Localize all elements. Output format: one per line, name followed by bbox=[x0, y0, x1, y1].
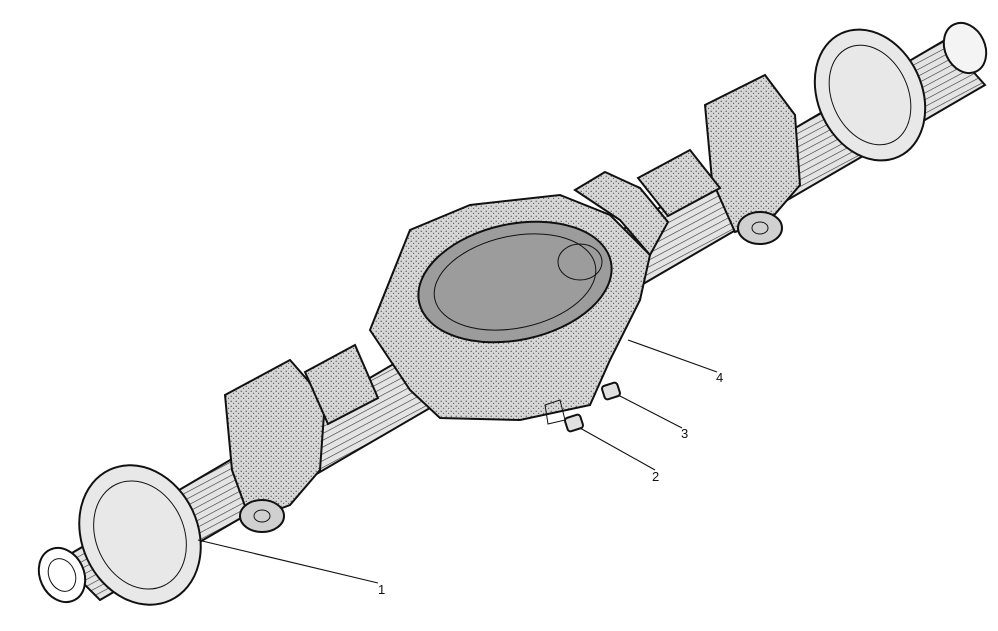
leader-line-3 bbox=[617, 394, 683, 429]
leader-line-2 bbox=[579, 427, 656, 471]
callout-label-1: 1 bbox=[378, 582, 385, 597]
left-spring-seat bbox=[223, 358, 327, 533]
right-spring-seat bbox=[703, 73, 802, 245]
differential-housing bbox=[368, 170, 670, 425]
right-hub-flange bbox=[813, 21, 988, 162]
callout-label-2: 2 bbox=[652, 469, 659, 484]
callout-label-3: 3 bbox=[681, 426, 688, 441]
left-hub-flange bbox=[37, 464, 202, 606]
leader-line-4 bbox=[627, 339, 718, 373]
right-pad bbox=[636, 148, 722, 218]
leader-line-1 bbox=[197, 539, 379, 584]
left-pad bbox=[303, 343, 380, 426]
callout-labels: 1 2 3 4 bbox=[378, 370, 723, 597]
plug-2 bbox=[564, 413, 584, 433]
plug-3 bbox=[601, 381, 621, 401]
callout-label-4: 4 bbox=[716, 370, 723, 385]
leader-lines bbox=[197, 339, 718, 584]
